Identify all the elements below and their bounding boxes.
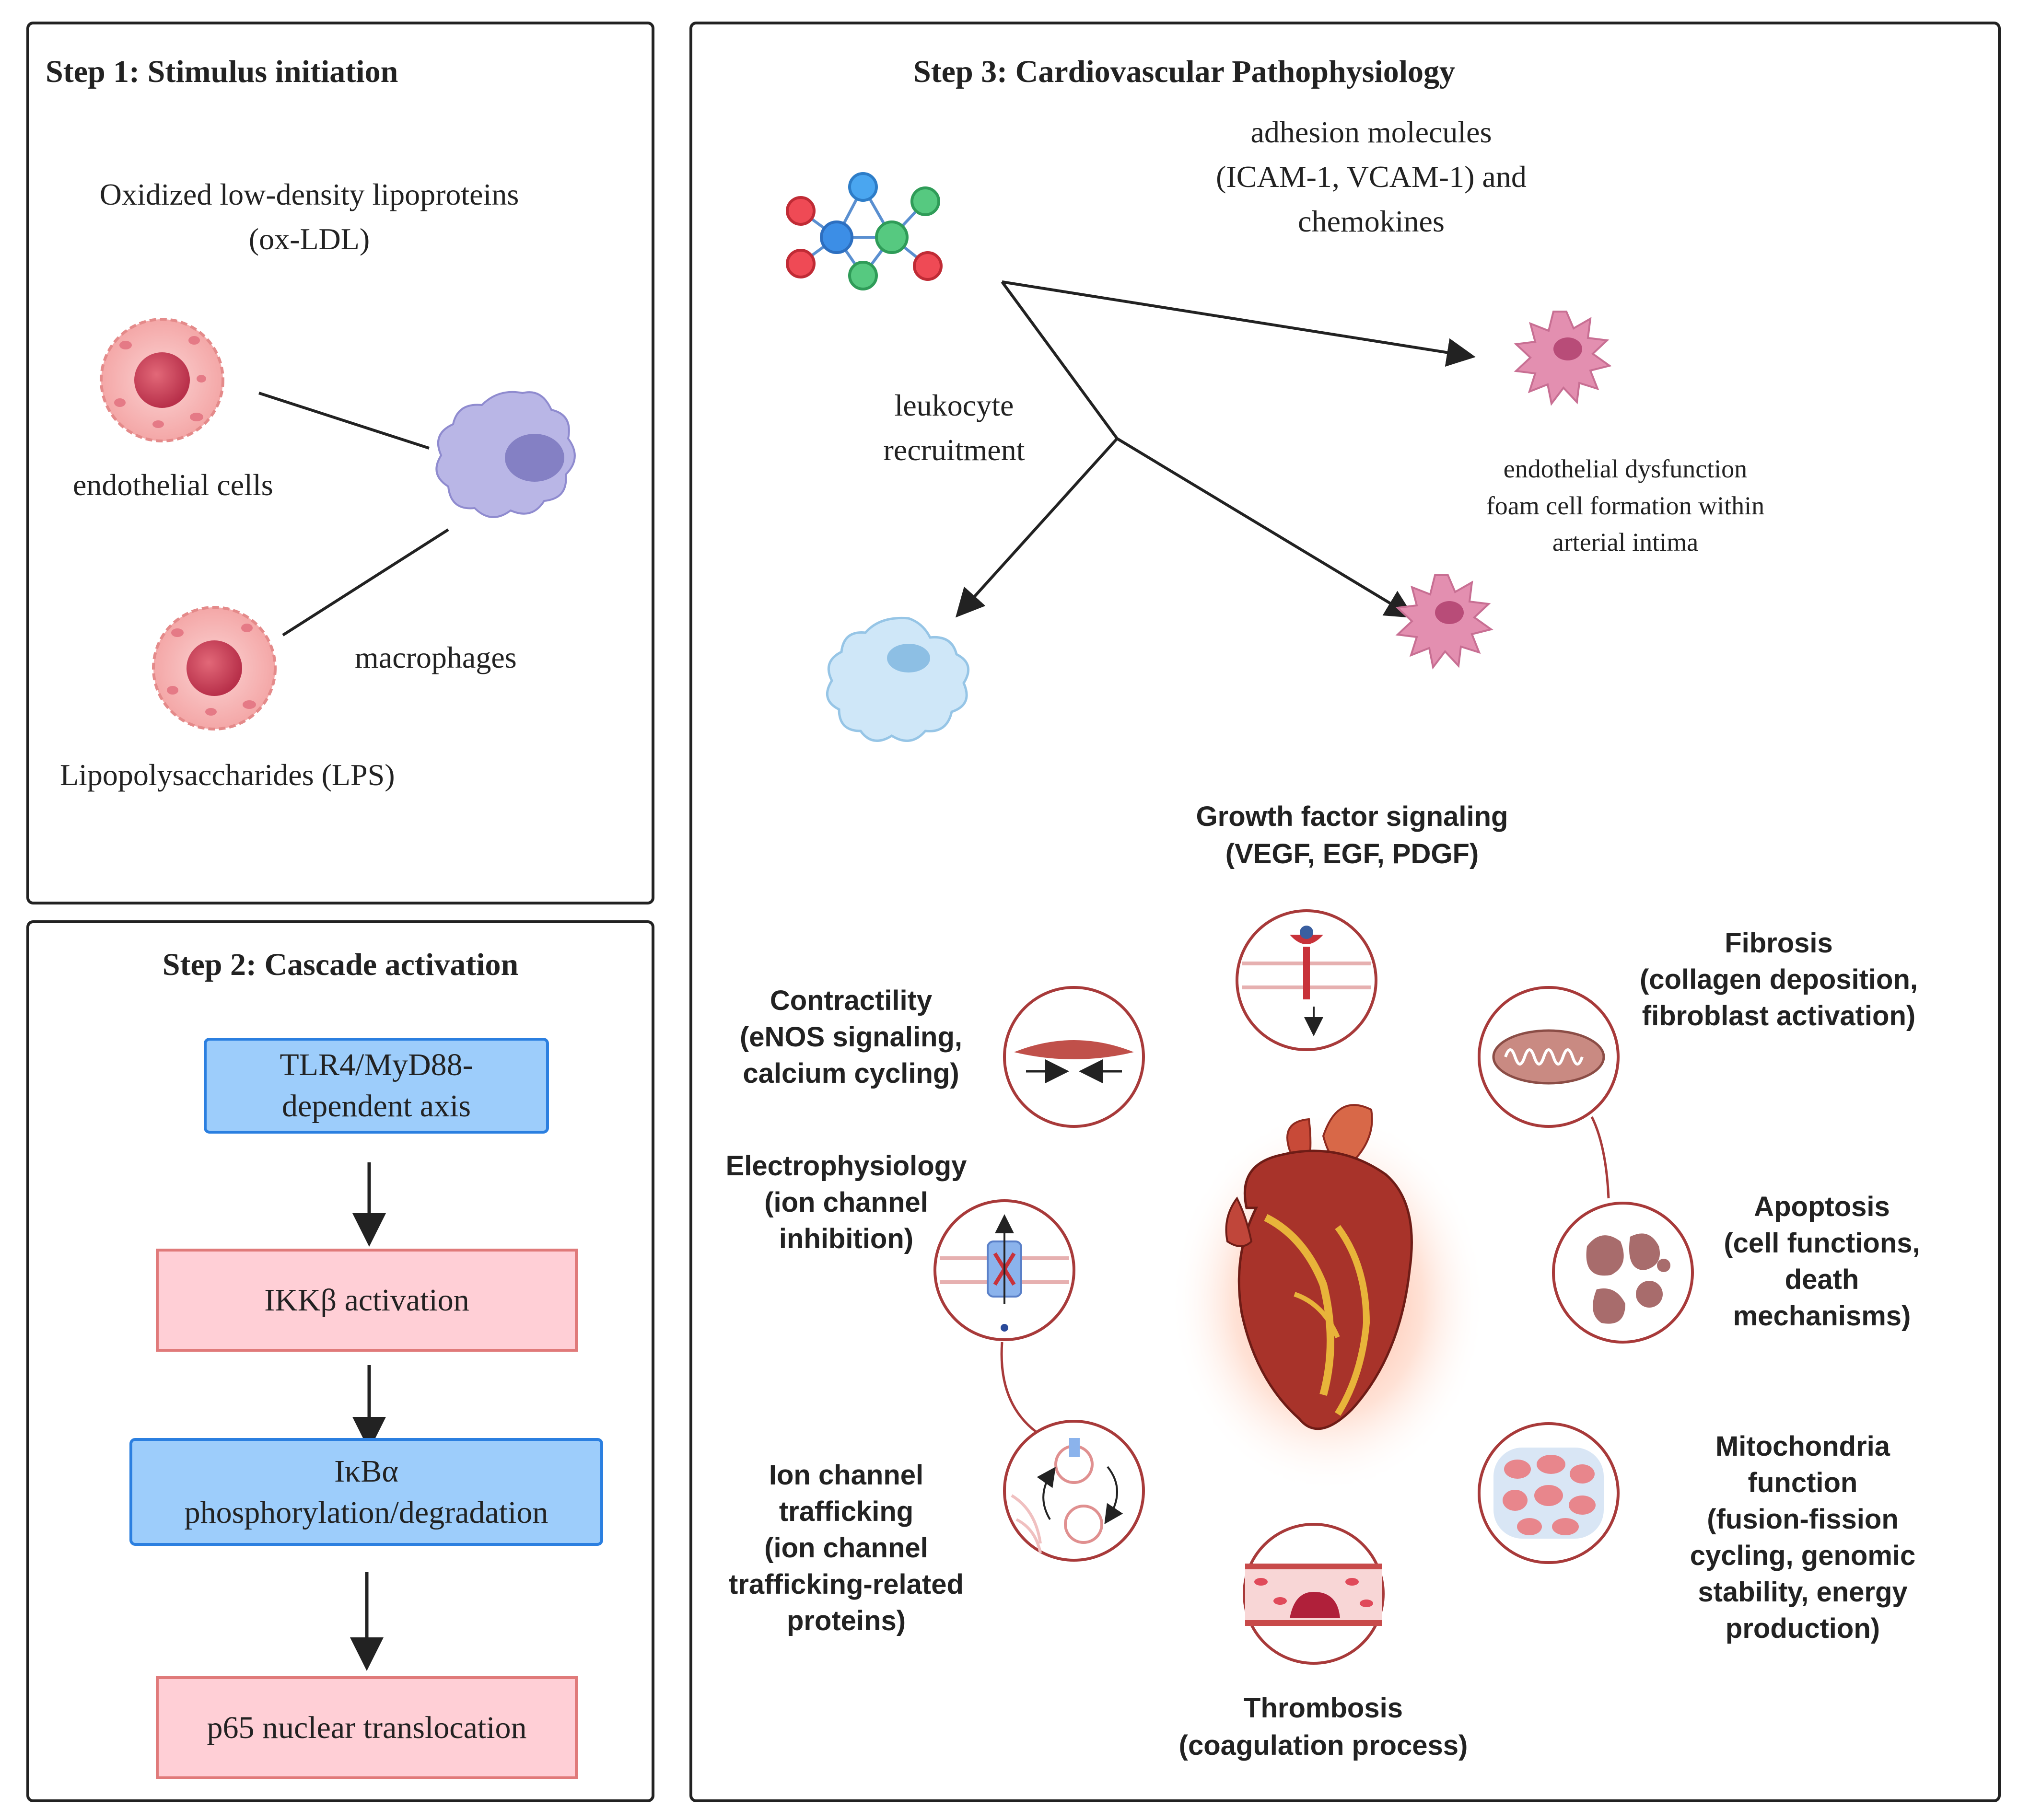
growth-factor-label: Growth factor signaling (VEGF, EGF, PDGF… <box>1196 801 1508 870</box>
ikba-phosphorylation-box: IκBα phosphorylation/degradation <box>129 1438 603 1546</box>
macrophage-icon <box>435 391 576 518</box>
thrombosis-circle-icon <box>1243 1523 1385 1665</box>
circle-connectors <box>1000 1116 1610 1439</box>
p65-translocation-box: p65 nuclear translocation <box>156 1676 578 1779</box>
ion-trafficking-circle-icon <box>1003 1420 1145 1562</box>
endothelial-cell-icon <box>100 318 224 442</box>
apoptosis-circle-icon <box>1552 1202 1694 1344</box>
thrombosis-label: Thrombosis (coagulation process) <box>1178 1692 1468 1762</box>
lps-cell-icon <box>152 606 277 730</box>
mitochondria-circle-icon <box>1478 1422 1620 1564</box>
electrophysiology-circle-icon <box>933 1199 1075 1341</box>
step3-title: Step 3: Cardiovascular Pathophysiology <box>913 54 1456 89</box>
step1-title: Step 1: Stimulus initiation <box>46 54 398 89</box>
step2-title: Step 2: Cascade activation <box>162 947 519 982</box>
endothelial-cells-label: endothelial cells <box>73 468 273 502</box>
mitochondria-label: Mitochondria function (fusion-fission cy… <box>1690 1431 1916 1644</box>
fibrosis-circle-icon <box>1478 986 1620 1128</box>
electrophysiology-label: Electrophysiology (ion channel inhibitio… <box>725 1150 967 1254</box>
activated-endothelial-cell-icon <box>1514 311 1612 406</box>
endothelial-dysfunction-label: endothelial dysfunction foam cell format… <box>1486 454 1765 557</box>
leukocyte-icon <box>826 616 970 742</box>
tlr4-myd88-box: TLR4/MyD88- dependent axis <box>204 1038 549 1134</box>
ox-ldl-label: Oxidized low-density lipoproteins (ox-LD… <box>99 177 519 256</box>
ion-channel-trafficking-label: Ion channel trafficking (ion channel tra… <box>729 1460 964 1636</box>
adhesion-molecules-label: adhesion molecules (ICAM-1, VCAM-1) and … <box>1216 115 1527 238</box>
contractility-label: Contractility (eNOS signaling, calcium c… <box>739 985 963 1089</box>
fibrosis-label: Fibrosis (collagen deposition, fibroblas… <box>1639 927 1918 1032</box>
leukocyte-recruitment-label: leukocyte recruitment <box>883 388 1025 467</box>
step2-arrows <box>350 1162 386 1671</box>
connector-line <box>258 392 430 450</box>
growth-factor-circle-icon <box>1236 909 1377 1051</box>
macrophages-label: macrophages <box>355 640 517 674</box>
ikk-activation-box: IKKβ activation <box>156 1249 578 1352</box>
heart-icon <box>1170 1104 1486 1493</box>
molecule-icon <box>786 172 943 290</box>
connector-line <box>282 528 449 637</box>
lps-label: Lipopolysaccharides (LPS) <box>60 758 395 792</box>
step3-panel <box>689 22 2001 1802</box>
contractility-circle-icon <box>1003 986 1145 1128</box>
step3-arrows <box>955 280 1476 618</box>
foam-cell-icon <box>1395 574 1493 670</box>
apoptosis-label: Apoptosis (cell functions, death mechani… <box>1724 1191 1920 1332</box>
